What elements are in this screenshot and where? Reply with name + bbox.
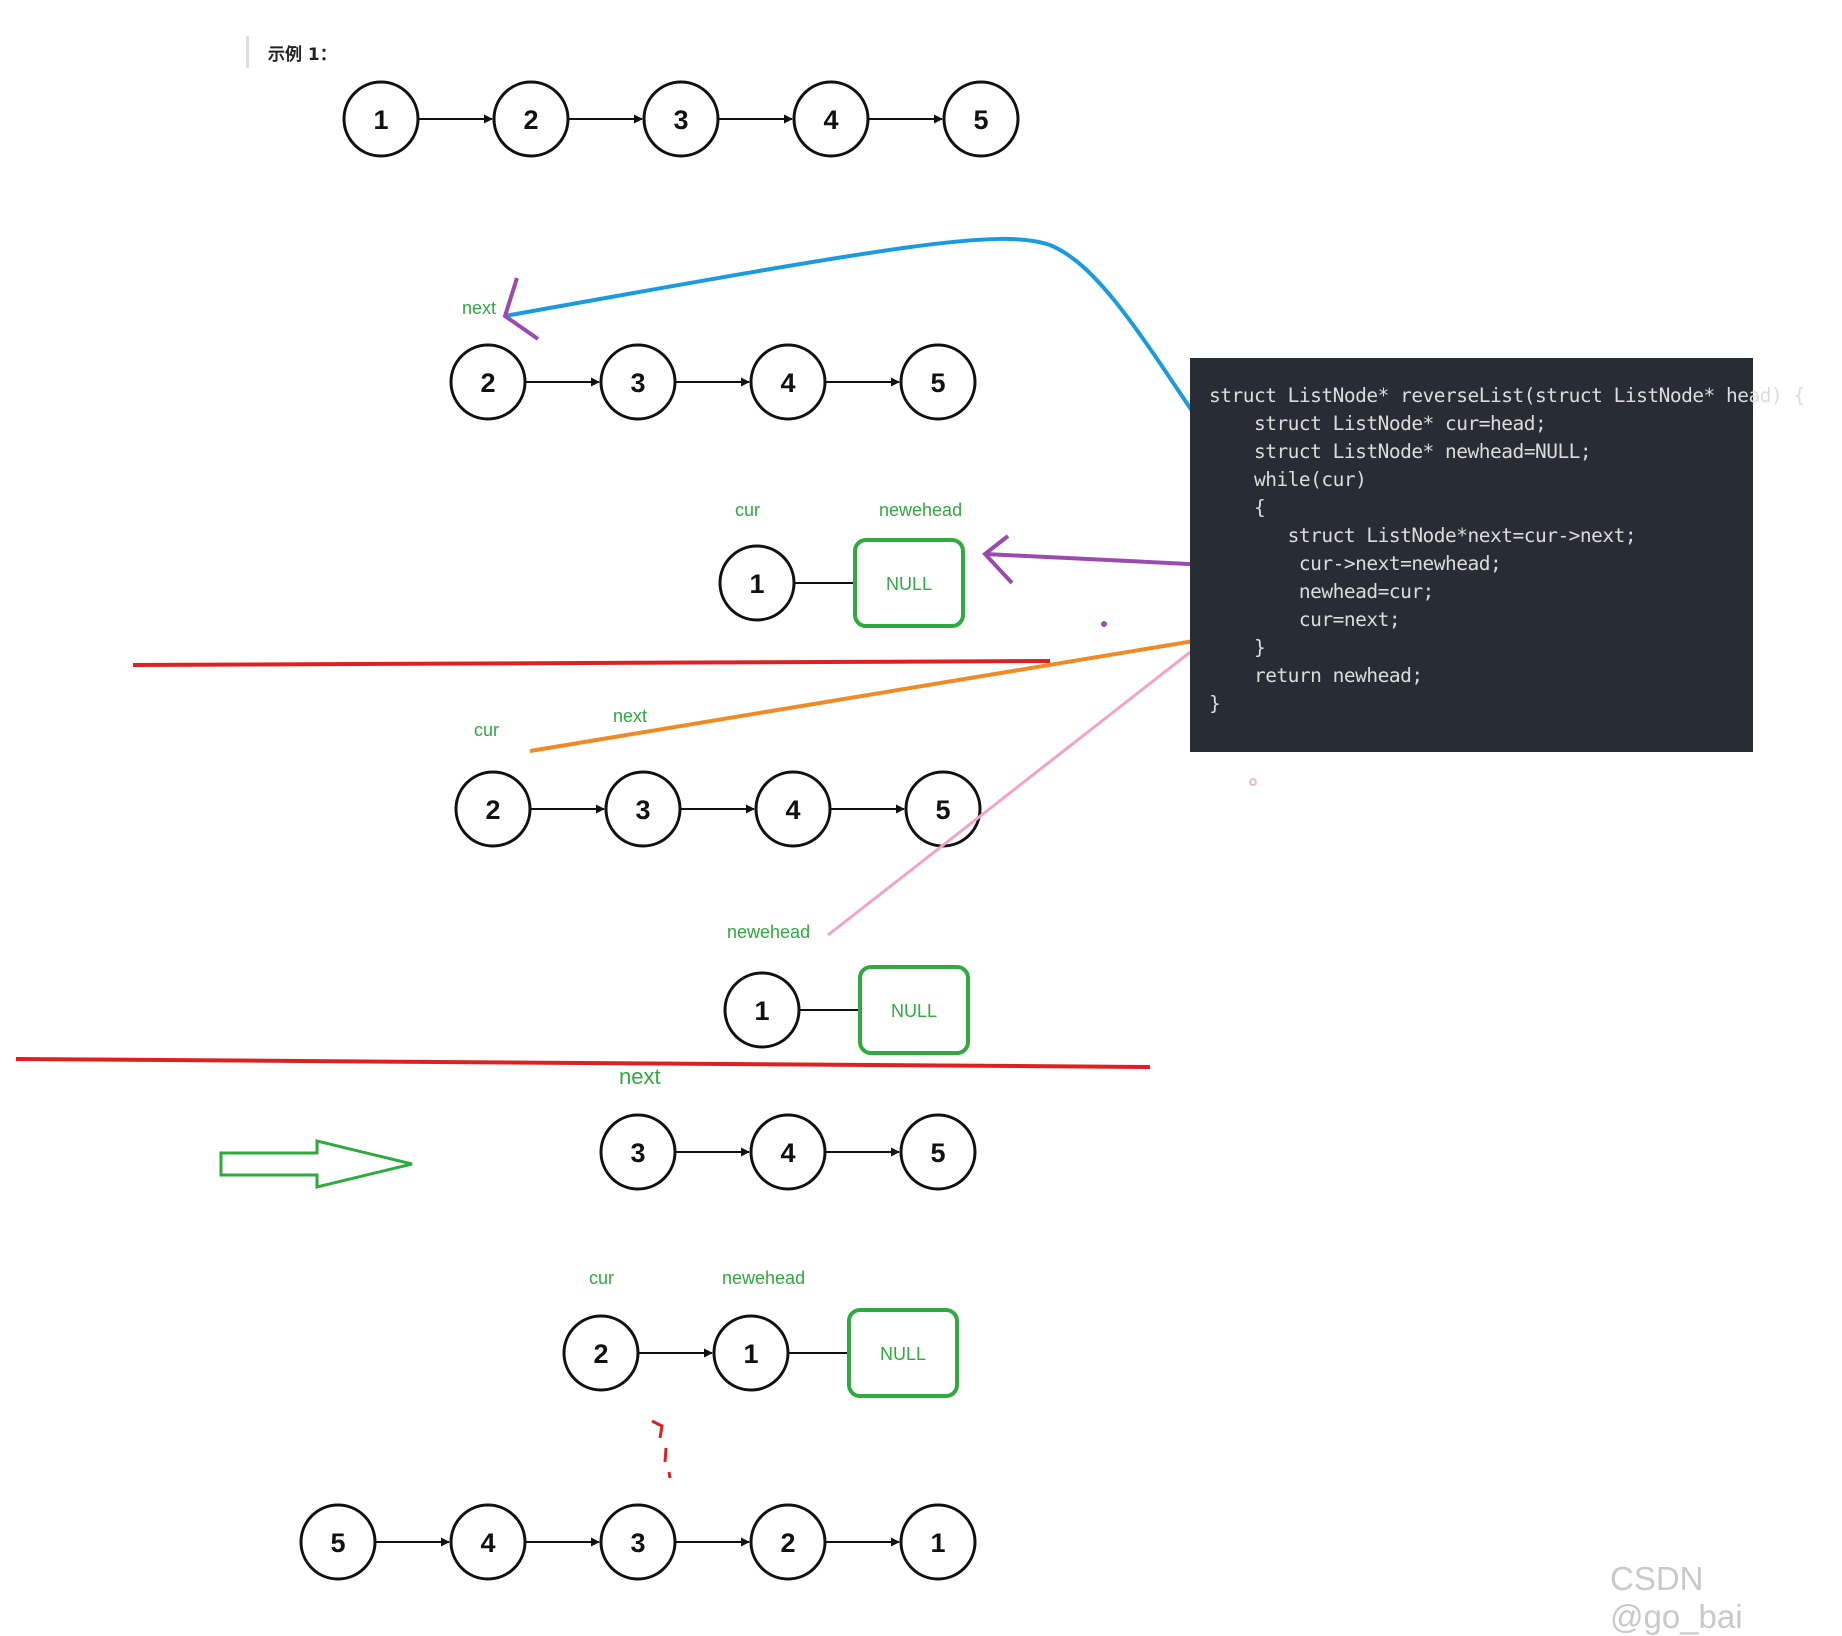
label-newhead-3: newehead [722, 1268, 806, 1288]
list-node [749, 1503, 827, 1581]
node-value: 2 [485, 795, 500, 825]
list-node [723, 971, 801, 1049]
label-cur-1: cur [735, 500, 761, 520]
list-node [749, 343, 827, 421]
separator-line [15, 1057, 1151, 1069]
code-panel [1190, 358, 1753, 752]
row-final: 5 4 3 2 1 [299, 1503, 977, 1581]
list-node [449, 1503, 527, 1581]
code-line-7: cur->next=newhead; [1209, 552, 1502, 575]
stray-dot [1249, 778, 1257, 786]
null-box [858, 965, 970, 1055]
code-line-4: while(cur) [1209, 468, 1367, 491]
row-step3-rest: 3 4 5 [599, 1113, 977, 1191]
list-node [599, 1503, 677, 1581]
node-value: 5 [930, 1138, 945, 1168]
arrowhead-purple [982, 534, 1014, 585]
connector-blue [504, 236, 1270, 524]
node-value: 5 [930, 368, 945, 398]
arrowhead-purple [502, 277, 540, 341]
node-value: 1 [754, 996, 769, 1026]
list-node [899, 1503, 977, 1581]
example-title: 示例 1： [268, 45, 337, 65]
list-node [899, 343, 977, 421]
node-value: 3 [630, 1528, 645, 1558]
watermark: CSDN @go_bai [1610, 1560, 1743, 1635]
node-value: 2 [593, 1339, 608, 1369]
node-value: 4 [780, 1138, 795, 1168]
code-line-11: return newhead; [1209, 664, 1423, 687]
node-value: 5 [935, 795, 950, 825]
list-node [604, 770, 682, 848]
code-line-1: struct ListNode* reverseList(struct List… [1209, 384, 1805, 407]
node-value: 1 [930, 1528, 945, 1558]
node-value: 1 [373, 105, 388, 135]
title-bar [246, 36, 249, 68]
node-value: 1 [749, 569, 764, 599]
separator-line [132, 659, 1051, 667]
label-newhead-2: newehead [727, 922, 811, 942]
list-node [599, 343, 677, 421]
label-next-2: next [613, 706, 648, 726]
node-value: 4 [823, 105, 838, 135]
code-line-12: } [1209, 692, 1221, 715]
list-node [942, 80, 1020, 158]
stray-mark [651, 1419, 672, 1479]
row-step3-reversed: 2 1 NULL [562, 1308, 959, 1398]
row-step1-reversed: 1 NULL [718, 538, 965, 628]
node-value: 3 [635, 795, 650, 825]
row-step2-reversed: 1 NULL [723, 965, 970, 1055]
node-value: 4 [785, 795, 800, 825]
row-step2-rest: 2 3 4 5 [454, 770, 982, 848]
list-node [492, 80, 570, 158]
node-value: 1 [743, 1339, 758, 1369]
list-node [642, 80, 720, 158]
list-node [449, 343, 527, 421]
label-cur-3: cur [589, 1268, 615, 1288]
list-node [599, 1113, 677, 1191]
null-label: NULL [880, 1344, 926, 1364]
label-cur-2: cur [474, 720, 500, 740]
right-arrow-icon [219, 1139, 413, 1189]
list-node [899, 1113, 977, 1191]
list-node [718, 544, 796, 622]
null-box [847, 1308, 959, 1398]
row-step1-rest: 2 3 4 5 [449, 343, 977, 421]
list-node [754, 770, 832, 848]
code-line-9: cur=next; [1209, 608, 1401, 631]
node-value: 4 [480, 1528, 495, 1558]
code-line-8: newhead=cur; [1209, 580, 1434, 603]
list-node [562, 1314, 640, 1392]
list-node [792, 80, 870, 158]
code-line-2: struct ListNode* cur=head; [1209, 412, 1547, 435]
stray-dot [1101, 621, 1107, 627]
node-value: 2 [480, 368, 495, 398]
label-newhead-1: newehead [879, 500, 963, 520]
list-node [299, 1503, 377, 1581]
connector-orange [529, 628, 1263, 753]
list-node [342, 80, 420, 158]
code-line-10: } [1209, 636, 1266, 659]
null-label: NULL [886, 574, 932, 594]
code-line-3: struct ListNode* newhead=NULL; [1209, 440, 1592, 463]
node-value: 2 [780, 1528, 795, 1558]
row-original: 1 2 3 4 5 [342, 80, 1020, 158]
node-value: 2 [523, 105, 538, 135]
node-value: 5 [973, 105, 988, 135]
list-node [712, 1314, 790, 1392]
null-label: NULL [891, 1001, 937, 1021]
node-value: 4 [780, 368, 795, 398]
code-line-6: struct ListNode*next=cur->next; [1209, 524, 1637, 547]
node-value: 5 [330, 1528, 345, 1558]
node-value: 3 [630, 1138, 645, 1168]
node-value: 3 [673, 105, 688, 135]
node-value: 3 [630, 368, 645, 398]
label-next-1: next [462, 298, 497, 318]
null-box [853, 538, 965, 628]
label-next-3: next [619, 1064, 661, 1089]
code-line-5: { [1209, 496, 1266, 519]
list-node [749, 1113, 827, 1191]
list-node [454, 770, 532, 848]
